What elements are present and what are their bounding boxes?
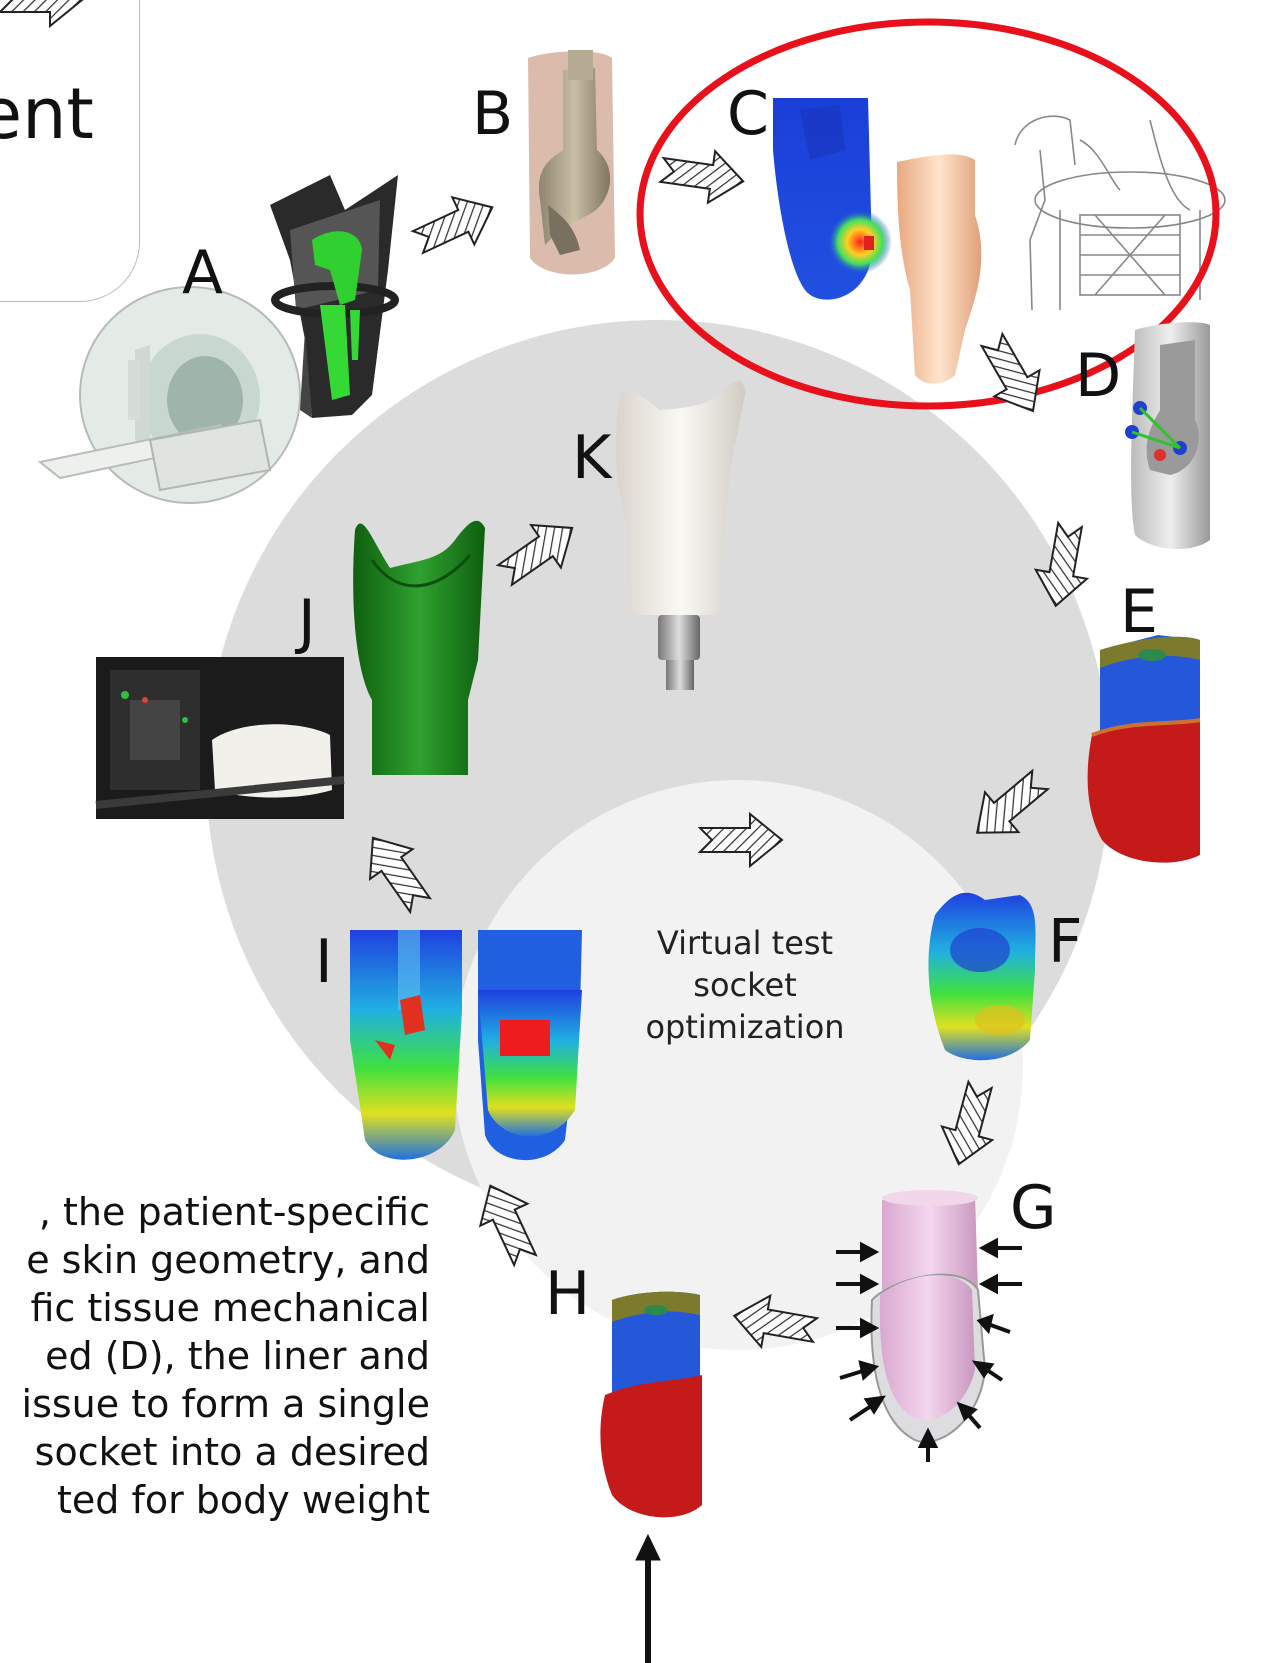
label-i: I — [315, 932, 333, 992]
arrow-a-b — [407, 184, 503, 266]
label-e: E — [1120, 582, 1158, 642]
caption-line-7: ted for body weight — [0, 1476, 430, 1524]
caption-line-5: issue to form a single — [0, 1380, 430, 1428]
label-j: J — [298, 592, 316, 652]
label-g: G — [1010, 1178, 1057, 1238]
hatched-arrow-icon — [0, 0, 82, 26]
landmark-model — [1125, 322, 1210, 549]
caption-line-3: fic tissue mechanical — [0, 1284, 430, 1332]
arrow-b-c — [658, 144, 746, 207]
socket-shape-contour-model — [928, 893, 1035, 1060]
caption-line-4: ed (D), the liner and — [0, 1332, 430, 1380]
center-text-line-3: optimization — [620, 1006, 870, 1048]
label-f: F — [1048, 912, 1083, 972]
printer-photo — [96, 657, 344, 819]
bone-geometry-model — [528, 50, 615, 275]
virtual-test-socket-label: Virtual test socket optimization — [620, 922, 870, 1048]
caption-line-2: e skin geometry, and — [0, 1236, 430, 1284]
mri-scanner-icon — [40, 287, 300, 503]
liner-mesh-model-h — [600, 1292, 702, 1663]
fe-stump-pressure-model — [773, 98, 892, 300]
residual-limb-skin-model — [897, 154, 981, 383]
label-d: D — [1075, 346, 1121, 406]
label-k: K — [572, 428, 611, 488]
liner-mesh-model-e — [1088, 635, 1200, 863]
label-b: B — [472, 84, 513, 144]
label-c: C — [727, 84, 769, 144]
caption-line-1: , the patient-specific — [0, 1188, 430, 1236]
label-a: A — [182, 243, 223, 303]
center-text-line-2: socket — [620, 964, 870, 1006]
caption-line-6: socket into a desired — [0, 1428, 430, 1476]
caption-fragment: , the patient-specific e skin geometry, … — [0, 1188, 430, 1663]
center-text-line-1: Virtual test — [620, 922, 870, 964]
arrow-c-d — [969, 327, 1055, 424]
label-h: H — [545, 1264, 590, 1324]
